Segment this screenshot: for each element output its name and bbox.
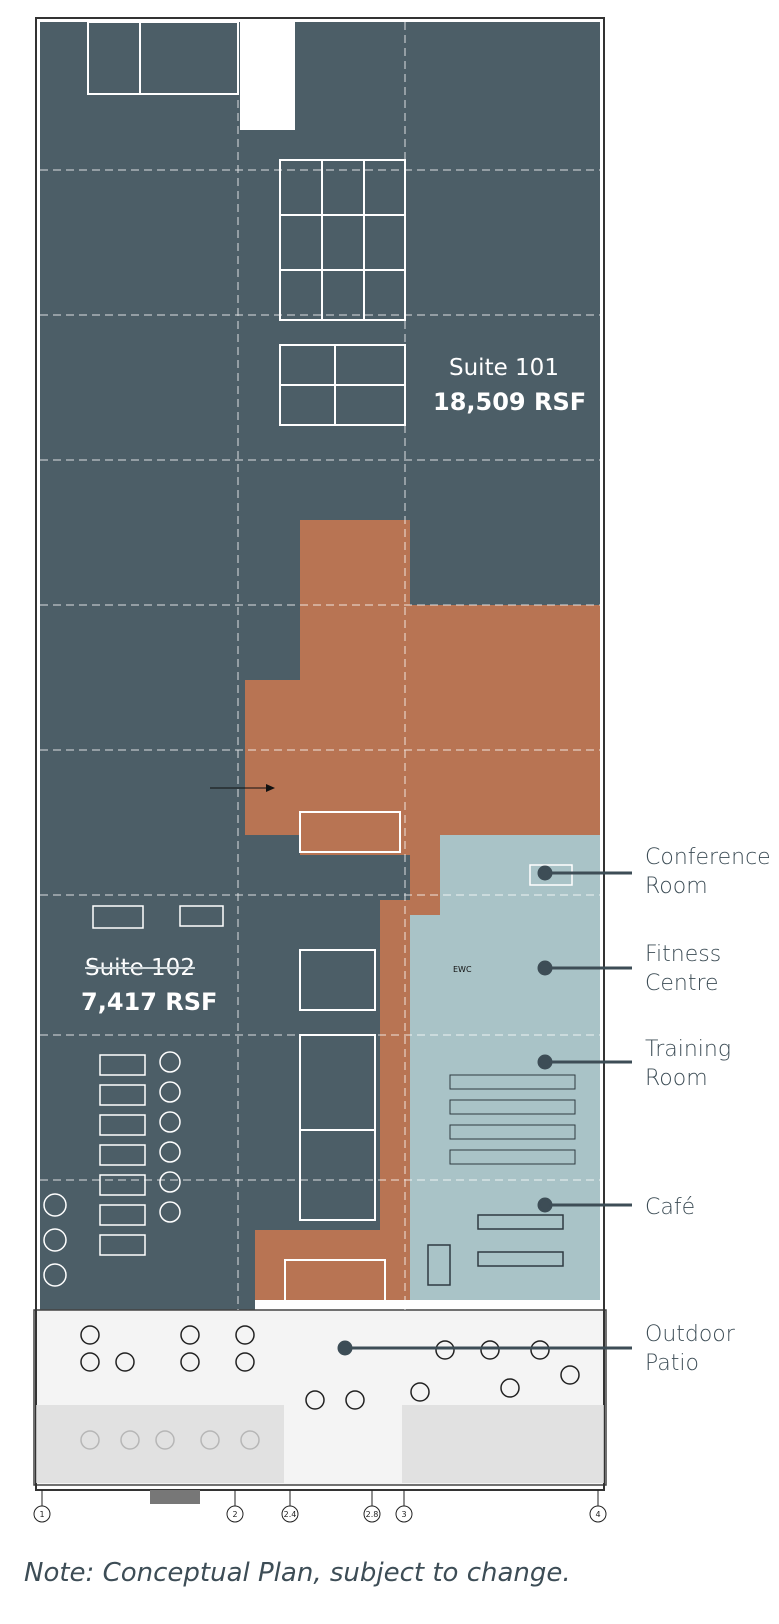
suite-101-area-label: 18,509 RSF <box>433 388 587 416</box>
callout-fitness-centre: Fitness Centre <box>645 942 722 996</box>
callout-lines <box>337 865 632 1356</box>
callout-conference-room: Conference Room <box>645 845 771 899</box>
building-outline <box>35 17 605 1491</box>
conference-room-area <box>440 835 600 915</box>
grid-id: 2.8 <box>366 1510 379 1519</box>
amenity-corridor <box>245 520 600 1300</box>
callout-training-room: Training Room <box>645 1037 732 1091</box>
grid-id: 3 <box>401 1510 406 1519</box>
suite-102-tables <box>43 905 224 1287</box>
suite-101-area <box>40 22 600 820</box>
ewc-label: EWC <box>453 965 472 974</box>
fitness-centre-area <box>410 915 600 1035</box>
planting-strip-left <box>36 1405 284 1483</box>
grid-bubbles <box>33 1490 607 1523</box>
suite-101-name: Suite 101 <box>449 355 559 381</box>
callout-outdoor-patio: Outdoor Patio <box>645 1322 735 1376</box>
grid-id: 1 <box>39 1510 44 1519</box>
grid-id: 2.4 <box>284 1510 297 1519</box>
grid-id: 2 <box>232 1510 237 1519</box>
suite-102-area <box>40 820 410 1310</box>
suite-102-area-label: 7,417 RSF <box>81 988 218 1016</box>
suite-102-name: Suite 102 <box>85 955 195 981</box>
callout-cafe: Café <box>645 1195 696 1220</box>
grid-id: 4 <box>595 1510 600 1519</box>
column-grid-lines <box>40 22 600 1310</box>
grate <box>150 1490 200 1504</box>
planting-strip-right <box>402 1405 604 1483</box>
grid-ids: 1 2 2.4 2.8 3 4 <box>39 1510 600 1519</box>
disclaimer-note: Note: Conceptual Plan, subject to change… <box>24 1558 571 1588</box>
cafe-counters <box>427 1214 564 1286</box>
room-outlines <box>87 21 406 1306</box>
cafe-area <box>410 1195 600 1300</box>
training-room-area <box>410 1035 600 1195</box>
training-desks <box>449 1074 576 1165</box>
